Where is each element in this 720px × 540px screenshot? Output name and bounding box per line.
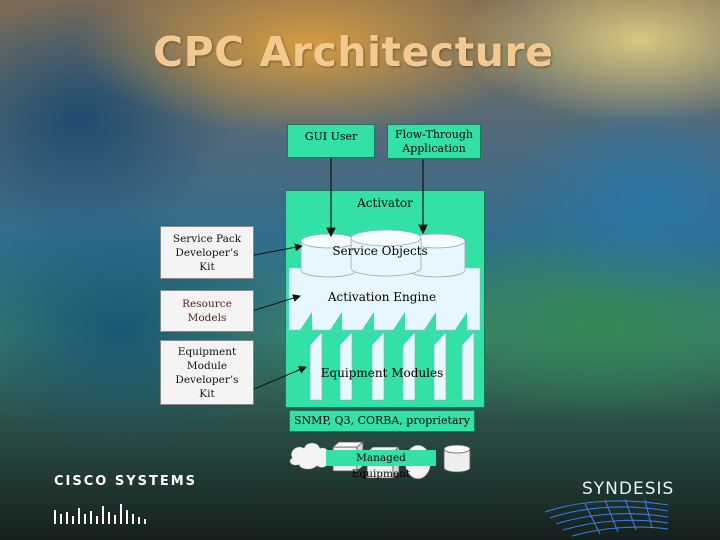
protocol-bar: SNMP, Q3, CORBA, proprietary xyxy=(289,410,475,432)
service-pack-sdk-box: Service Pack Developer’s Kit xyxy=(160,226,254,279)
service-pack-sdk-label: Service Pack Developer’s Kit xyxy=(172,232,242,273)
equipment-modules-label: Equipment Modules xyxy=(320,366,444,380)
resource-models-label: Resource Models xyxy=(182,298,232,324)
protocol-label: SNMP, Q3, CORBA, proprietary xyxy=(293,414,471,427)
managed-equipment-label: Managed Equipment xyxy=(326,450,436,480)
flow-through-box: Flow-Through Application xyxy=(387,124,481,159)
gui-user-label: GUI User xyxy=(304,130,358,143)
equipment-module-blocks xyxy=(309,331,475,401)
service-object-cylinders xyxy=(300,229,466,278)
gui-user-box: GUI User xyxy=(287,124,375,158)
syndesis-logo-text: SYNDESIS xyxy=(582,479,675,499)
equipment-module-sdk-label: Equipment Module Developer’s Kit xyxy=(175,345,239,400)
equipment-module-sdk-box: Equipment Module Developer’s Kit xyxy=(160,340,254,405)
service-objects-label: Service Objects xyxy=(332,244,428,258)
resource-models-box: Resource Models xyxy=(160,290,254,332)
activator-label: Activator xyxy=(357,196,413,210)
slide-title: CPC Architecture xyxy=(153,28,554,76)
cisco-bars-logo xyxy=(54,504,146,524)
syndesis-swoosh-logo xyxy=(544,498,669,537)
flow-through-label: Flow-Through Application xyxy=(394,127,474,155)
activation-engine-label: Activation Engine xyxy=(327,290,437,304)
cisco-logo-text: CISCO SYSTEMS xyxy=(54,474,198,489)
